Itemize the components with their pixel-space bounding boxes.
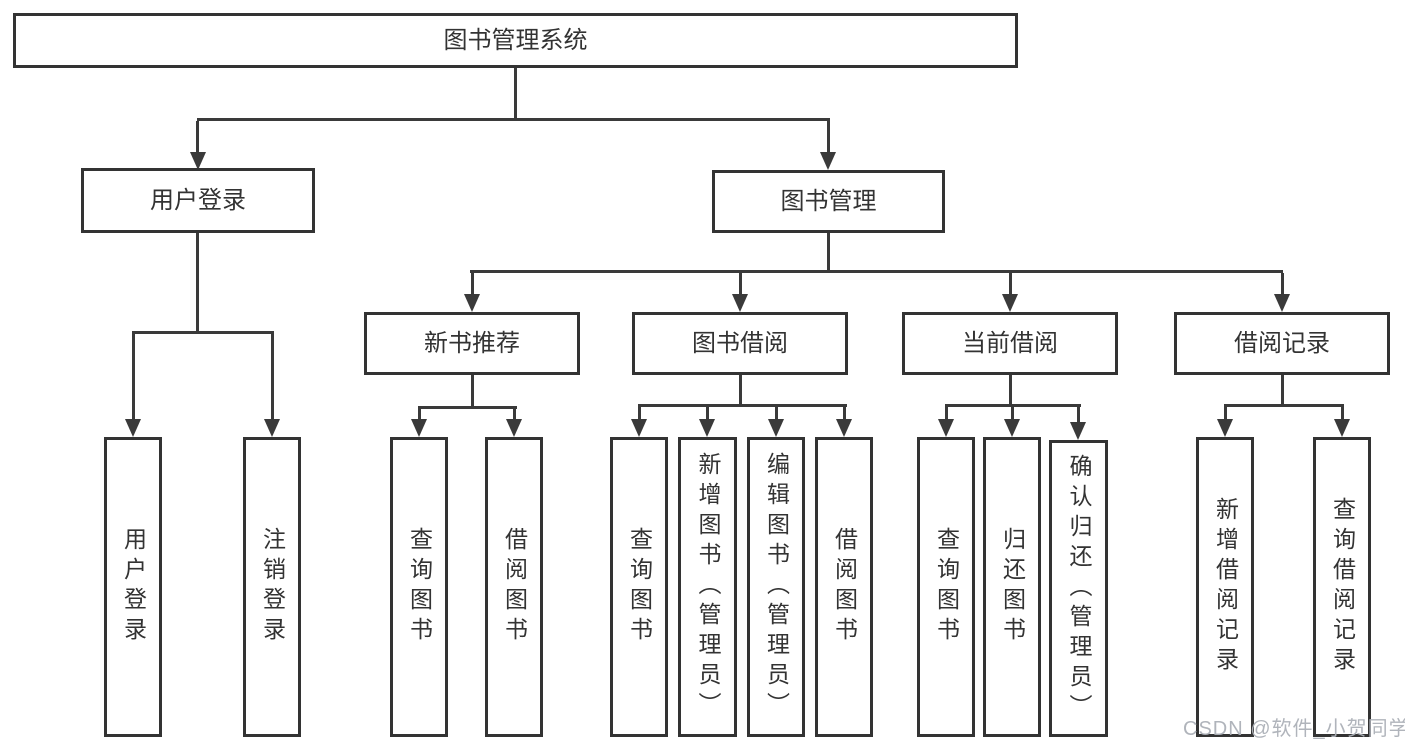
connector-vline: [843, 407, 846, 421]
leaf-query-books-recommend-label: 查询图书: [406, 527, 433, 647]
arrow-down-icon: [768, 419, 784, 437]
connector-hline: [418, 406, 517, 409]
leaf-query-books-borrowing: 查询图书: [610, 437, 668, 737]
node-borrow-records-label: 借阅记录: [1234, 329, 1330, 357]
arrow-down-icon: [836, 419, 852, 437]
leaf-logout-label: 注销登录: [259, 527, 286, 647]
arrow-down-icon: [1004, 419, 1020, 437]
connector-vline: [638, 407, 641, 421]
connector-vline: [271, 334, 274, 421]
leaf-confirm-return-admin: 确认归还（管理员）: [1049, 440, 1108, 737]
leaf-borrow-books-borrowing-label: 借阅图书: [831, 527, 858, 647]
node-book-borrowing: 图书借阅: [632, 312, 848, 375]
connector-hline: [638, 404, 847, 407]
arrow-down-icon: [190, 152, 206, 170]
connector-hline: [1224, 404, 1344, 407]
arrow-down-icon: [264, 419, 280, 437]
connector-vline: [945, 407, 948, 421]
node-book-borrowing-label: 图书借阅: [692, 329, 788, 357]
leaf-query-books-current-label: 查询图书: [933, 527, 960, 647]
leaf-confirm-return-admin-label: 确认归还（管理员）: [1066, 453, 1092, 724]
connector-vline: [827, 121, 830, 154]
connector-vline: [1281, 273, 1284, 297]
node-user-login: 用户登录: [81, 168, 315, 233]
leaf-borrow-books-recommend-label: 借阅图书: [501, 527, 528, 647]
arrow-down-icon: [506, 419, 522, 437]
leaf-return-books: 归还图书: [983, 437, 1041, 737]
connector-vline: [513, 409, 516, 421]
connector-vline: [418, 409, 421, 421]
arrow-down-icon: [464, 294, 480, 312]
connector-vline: [827, 233, 830, 273]
leaf-query-books-recommend: 查询图书: [390, 437, 448, 737]
leaf-borrow-books-borrowing: 借阅图书: [815, 437, 873, 737]
node-book-management: 图书管理: [712, 170, 945, 233]
arrow-down-icon: [1002, 294, 1018, 312]
arrow-down-icon: [938, 419, 954, 437]
leaf-borrow-books-recommend: 借阅图书: [485, 437, 543, 737]
arrow-down-icon: [1070, 422, 1086, 440]
leaf-user-login: 用户登录: [104, 437, 162, 737]
leaf-return-books-label: 归还图书: [999, 527, 1026, 647]
connector-vline: [1224, 407, 1227, 421]
node-library-system-label: 图书管理系统: [443, 26, 588, 54]
connector-vline: [739, 273, 742, 297]
connector-vline: [1341, 407, 1344, 421]
leaf-logout: 注销登录: [243, 437, 301, 737]
connector-vline: [471, 375, 474, 408]
arrow-down-icon: [1217, 419, 1233, 437]
arrow-down-icon: [1274, 294, 1290, 312]
connector-vline: [1009, 273, 1012, 297]
arrow-down-icon: [631, 419, 647, 437]
connector-vline: [775, 407, 778, 421]
leaf-edit-book-admin-label: 编辑图书（管理员）: [763, 452, 790, 722]
leaf-query-borrow-record-label: 查询借阅记录: [1329, 497, 1356, 677]
connector-hline: [945, 404, 1081, 407]
node-user-login-label: 用户登录: [150, 186, 246, 214]
node-current-borrowing-label: 当前借阅: [962, 329, 1058, 357]
leaf-query-books-current: 查询图书: [917, 437, 975, 737]
arrow-down-icon: [820, 152, 836, 170]
csdn-watermark: CSDN @软件_小贺同学: [1183, 718, 1405, 740]
connector-vline: [514, 68, 517, 120]
leaf-user-login-label: 用户登录: [120, 527, 147, 647]
connector-vline: [471, 273, 474, 297]
node-current-borrowing: 当前借阅: [902, 312, 1118, 375]
leaf-add-borrow-record: 新增借阅记录: [1196, 437, 1254, 737]
connector-vline: [196, 121, 199, 154]
leaf-query-borrow-record: 查询借阅记录: [1313, 437, 1371, 737]
connector-hline: [470, 270, 1283, 273]
node-library-system: 图书管理系统: [13, 13, 1018, 68]
connector-vline: [196, 233, 199, 333]
node-new-book-recommendation: 新书推荐: [364, 312, 580, 375]
leaf-edit-book-admin: 编辑图书（管理员）: [747, 437, 805, 737]
arrow-down-icon: [125, 419, 141, 437]
connector-hline: [197, 118, 830, 121]
arrow-down-icon: [411, 419, 427, 437]
connector-vline: [739, 375, 742, 406]
connector-vline: [706, 407, 709, 421]
connector-vline: [1011, 407, 1014, 421]
arrow-down-icon: [1334, 419, 1350, 437]
node-borrow-records: 借阅记录: [1174, 312, 1390, 375]
arrow-down-icon: [732, 294, 748, 312]
arrow-down-icon: [699, 419, 715, 437]
connector-vline: [1077, 407, 1080, 424]
leaf-add-book-admin-label: 新增图书（管理员）: [695, 452, 721, 722]
node-book-management-label: 图书管理: [780, 187, 877, 215]
node-new-book-recommendation-label: 新书推荐: [424, 329, 520, 357]
leaf-add-borrow-record-label: 新增借阅记录: [1212, 497, 1239, 677]
connector-vline: [132, 334, 135, 421]
connector-vline: [1009, 375, 1012, 406]
leaf-query-books-borrowing-label: 查询图书: [626, 527, 653, 647]
leaf-add-book-admin: 新增图书（管理员）: [678, 437, 737, 737]
connector-vline: [1281, 375, 1284, 406]
connector-hline: [132, 331, 274, 334]
